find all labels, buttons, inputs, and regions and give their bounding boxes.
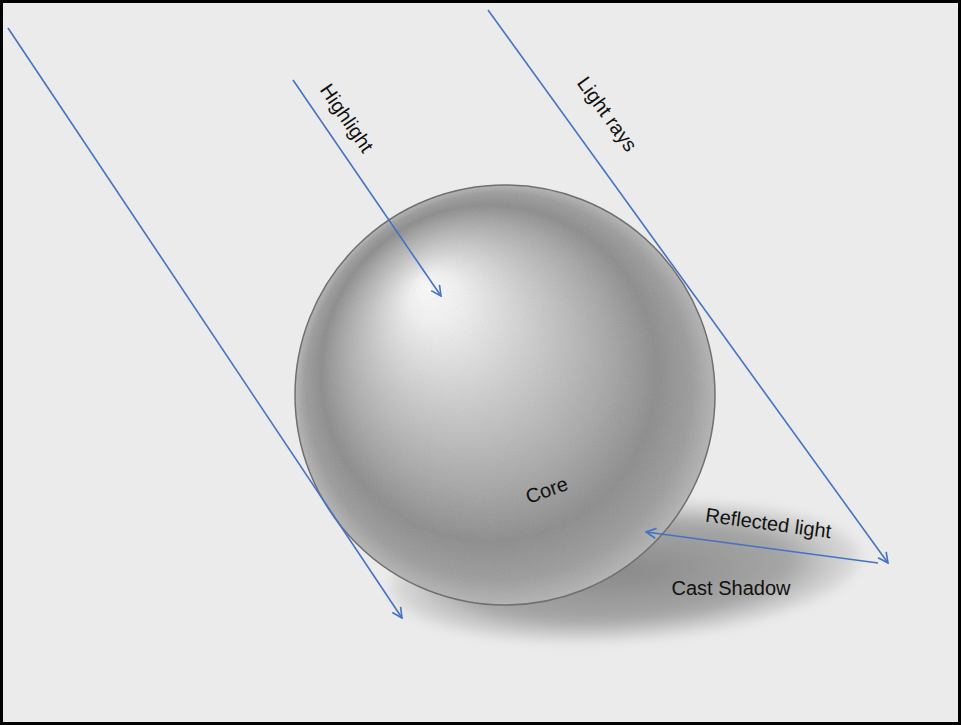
- part-label: Cast Shadow: [672, 577, 791, 599]
- part-label: Light rays: [573, 72, 642, 155]
- sphere-outline: [295, 185, 715, 605]
- light-ray: [8, 28, 402, 618]
- part-label: Highlight: [316, 80, 378, 157]
- sphere: [295, 185, 715, 605]
- leader-arrow: [293, 80, 441, 296]
- leader-arrow: [646, 532, 878, 563]
- pencil-texture: [295, 185, 715, 605]
- light-ray: [488, 10, 888, 563]
